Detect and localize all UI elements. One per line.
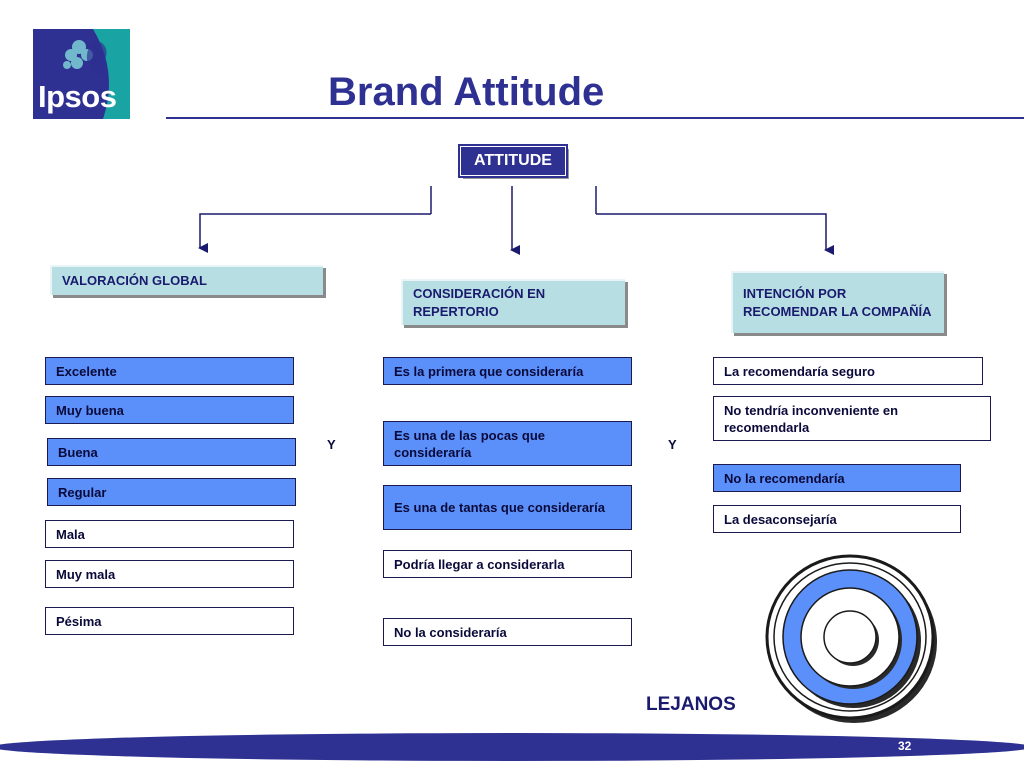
option-primera-consideraria: Es la primera que consideraría — [383, 357, 632, 385]
ipsos-logo: Ipsos — [33, 29, 130, 119]
page-number: 32 — [898, 739, 912, 753]
option-podria-llegar: Podría llegar a considerarla — [383, 550, 632, 578]
option-pesima: Pésima — [45, 607, 294, 635]
logo-wordmark: Ipsos — [38, 79, 117, 114]
option-no-la-consideraria: No la consideraría — [383, 618, 632, 646]
option-muy-mala: Muy mala — [45, 560, 294, 588]
attitude-node: ATTITUDE — [458, 144, 568, 178]
option-buena: Buena — [47, 438, 296, 466]
option-desaconsejaria: La desaconsejaría — [713, 505, 961, 533]
option-recomendaria-seguro: La recomendaría seguro — [713, 357, 983, 385]
footer-bar — [0, 733, 1024, 761]
option-excelente: Excelente — [45, 357, 294, 385]
connector-right-arrow — [596, 213, 834, 255]
option-muy-buena: Muy buena — [45, 396, 294, 424]
header-intencion-recomendar: INTENCIÓN POR RECOMENDAR LA COMPAÑÍA — [731, 271, 944, 333]
header-valoracion-global: VALORACIÓN GLOBAL — [50, 265, 323, 295]
option-no-la-recomendaria: No la recomendaría — [713, 464, 961, 492]
ipsos-logo-graphic — [33, 29, 130, 119]
option-regular: Regular — [47, 478, 296, 506]
option-una-de-tantas: Es una de tantas que consideraría — [383, 485, 632, 530]
option-mala: Mala — [45, 520, 294, 548]
option-no-tendria-inconveniente: No tendría inconveniente en recomendarla — [713, 396, 991, 441]
title-divider — [166, 117, 1024, 119]
page-title: Brand Attitude — [328, 70, 605, 114]
connector-left-arrow — [198, 213, 431, 253]
option-una-de-las-pocas: Es una de las pocas que consideraría — [383, 421, 632, 466]
target-icon — [765, 554, 937, 723]
target-label: LEJANOS — [646, 694, 736, 715]
header-consideracion-repertorio: CONSIDERACIÓN EN REPERTORIO — [401, 279, 625, 325]
y-label-left: Y — [327, 437, 336, 452]
y-label-right: Y — [668, 437, 677, 452]
